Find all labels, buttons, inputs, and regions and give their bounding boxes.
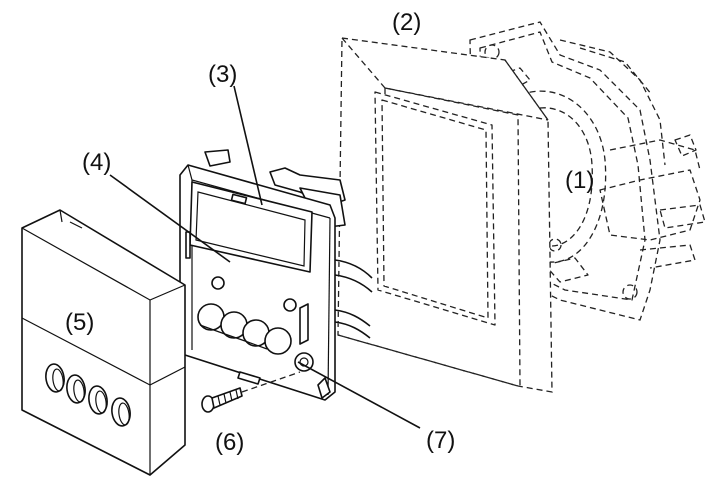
part-5-front-cover xyxy=(21,209,186,476)
label-part-6: (6) xyxy=(215,429,244,456)
part-3-display-insert xyxy=(179,149,373,401)
label-part-3: (3) xyxy=(208,61,237,88)
label-part-7: (7) xyxy=(426,427,455,454)
part-7-buttons xyxy=(197,303,314,385)
leader-lines xyxy=(109,85,421,429)
part-2-cover-frame xyxy=(337,37,553,393)
label-part-1: (1) xyxy=(565,167,594,194)
label-part-4: (4) xyxy=(82,149,111,176)
part-6-screw xyxy=(201,371,301,413)
label-part-2: (2) xyxy=(392,9,421,36)
label-part-5: (5) xyxy=(65,309,94,336)
